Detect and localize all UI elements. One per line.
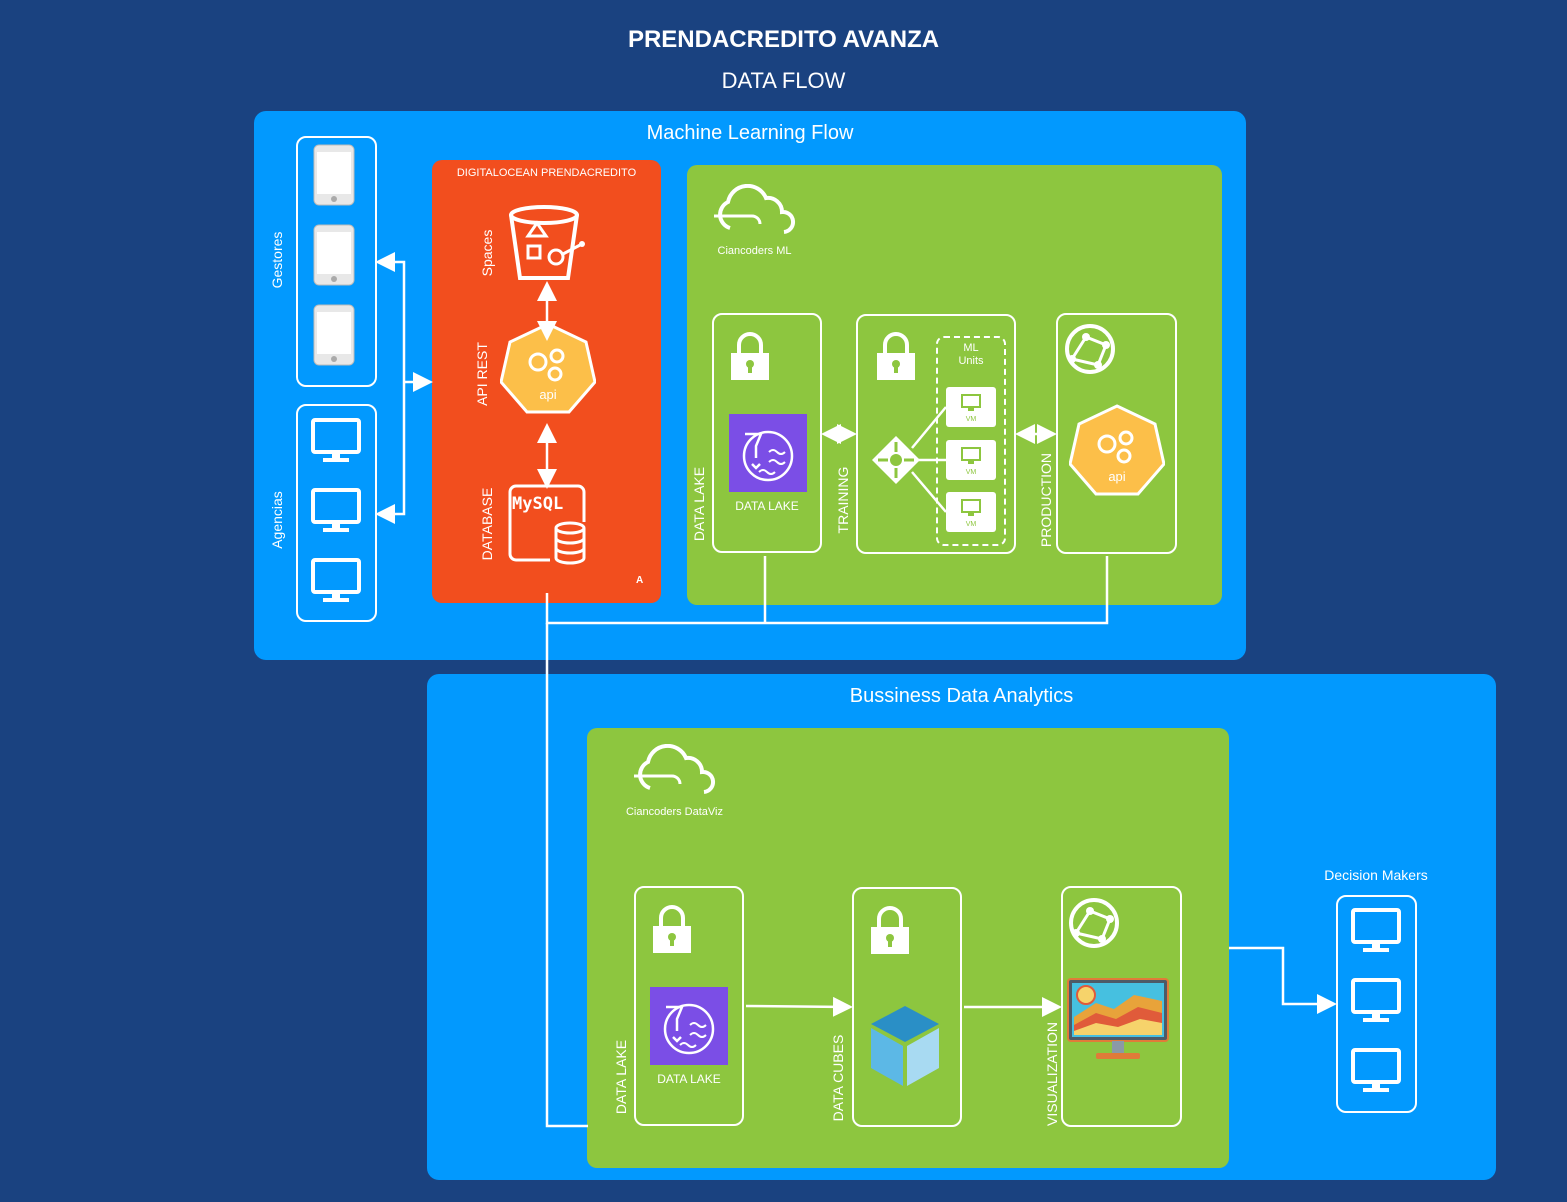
decision-makers-label: Decision Makers [1324, 867, 1428, 883]
monitor-icon [1351, 908, 1401, 952]
load-balancer-icon [872, 436, 920, 484]
tablet-icon [313, 304, 355, 366]
vm-monitor-icon [961, 447, 981, 464]
cloud-icon [714, 184, 795, 234]
ml-data-lake-label: DATA LAKE [691, 466, 707, 542]
ml-data-lake-icon-label: DATA LAKE [735, 499, 799, 513]
web-app-icon [1065, 324, 1115, 374]
monitor-icon [311, 418, 361, 462]
ciancoders-dataviz-label: Ciancoders DataViz [625, 806, 723, 818]
production-label: PRODUCTION [1038, 452, 1054, 548]
bda-title: Bussiness Data Analytics [849, 685, 1074, 707]
vm-monitor-icon [961, 499, 981, 516]
lock-icon [871, 906, 909, 954]
digitalocean-title: DIGITALOCEAN PRENDACREDITO [456, 167, 637, 179]
bucket-icon [509, 205, 585, 280]
agencias-label: Agencias [269, 491, 285, 549]
ciancoders-ml-label: Ciancoders ML [717, 245, 792, 257]
api-rest-label: API REST [474, 342, 490, 406]
tablet-icon [313, 144, 355, 206]
bda-data-lake-label: DATA LAKE [613, 1039, 629, 1115]
data-lake-icon [650, 987, 728, 1065]
gestores-label: Gestores [269, 231, 285, 289]
monitor-icon [311, 558, 361, 602]
vm-label: VM [965, 469, 977, 476]
database-label: DATABASE [479, 487, 495, 561]
page-title: PRENDACREDITO AVANZA [627, 26, 940, 53]
ml-flow-title: Machine Learning Flow [646, 122, 854, 144]
data-lake-icon [729, 414, 807, 492]
decision-makers-box [1336, 895, 1417, 1113]
training-label: TRAINING [835, 466, 851, 534]
data-cube-icon [871, 1006, 939, 1086]
production-box [1056, 313, 1177, 554]
dashboard-monitor-icon [1067, 978, 1169, 1059]
api-icon [1069, 404, 1165, 496]
web-app-icon [1069, 898, 1119, 948]
lock-icon [653, 905, 691, 953]
ml-units-label: ML Units [958, 342, 984, 367]
monitor-icon [1351, 1048, 1401, 1092]
lock-icon [731, 332, 769, 380]
visualization-box [1061, 886, 1182, 1127]
api-text: api [539, 387, 557, 402]
spaces-label: Spaces [479, 229, 495, 277]
mysql-text: MySQL [512, 494, 564, 514]
data-cubes-box [852, 887, 962, 1127]
vm-label: VM [965, 416, 977, 423]
cloud-icon [634, 744, 715, 794]
monitor-icon [311, 488, 361, 532]
visualization-label: VISUALIZATION [1044, 1022, 1060, 1126]
tablet-icon [313, 224, 355, 286]
api-text: api [1108, 469, 1126, 484]
api-icon [500, 322, 596, 414]
lock-icon [877, 332, 915, 380]
data-cubes-label: DATA CUBES [830, 1034, 846, 1122]
vm-label: VM [965, 521, 977, 528]
bda-data-lake-box [634, 886, 744, 1126]
monitor-icon [1351, 978, 1401, 1022]
page-subtitle: DATA FLOW [721, 68, 846, 93]
vm-monitor-icon [961, 394, 981, 411]
corner-mark: A [636, 575, 644, 586]
bda-data-lake-icon-label: DATA LAKE [657, 1072, 721, 1086]
